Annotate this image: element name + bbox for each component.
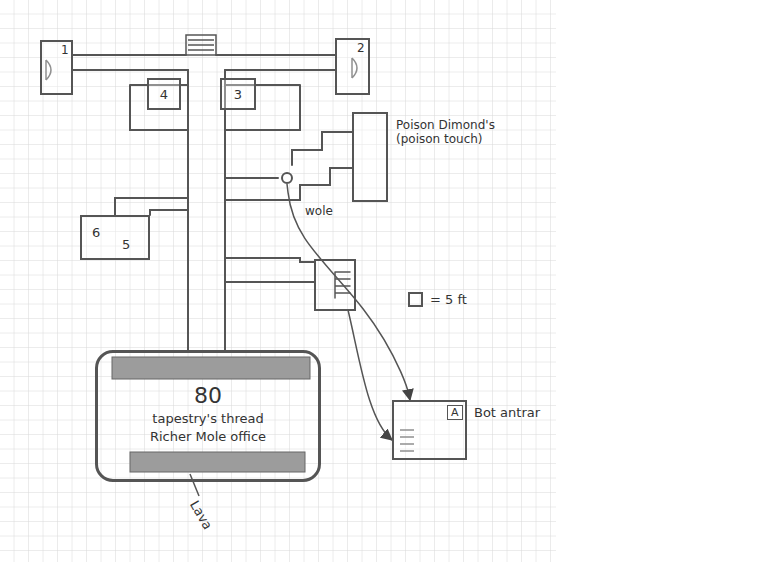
stairs-steps bbox=[188, 40, 214, 50]
room-label: wole bbox=[305, 204, 333, 218]
stairs-symbol bbox=[186, 35, 216, 55]
room-number: 80 bbox=[98, 383, 318, 409]
great-hall: 80 tapestry's threadRicher Mole office bbox=[95, 350, 321, 482]
hole-drop-line bbox=[287, 184, 410, 400]
lava-strip bbox=[112, 357, 310, 379]
lava-pools bbox=[112, 357, 310, 496]
room: 65 bbox=[80, 215, 150, 260]
small-room bbox=[315, 260, 355, 310]
leader-line bbox=[190, 474, 199, 496]
room-label: Poison Dimond's (poison touch) bbox=[396, 118, 526, 147]
room-number: 1 bbox=[61, 43, 69, 57]
legend-swatch bbox=[408, 292, 423, 307]
room: 2 bbox=[335, 38, 370, 95]
room-number: 4 bbox=[149, 87, 179, 103]
room: ABot antrar bbox=[392, 400, 467, 460]
main-corridor bbox=[188, 70, 225, 350]
lava-strip bbox=[130, 452, 305, 472]
passage-line bbox=[348, 310, 392, 440]
room: 1 bbox=[40, 40, 73, 95]
room-number: 5 bbox=[122, 237, 130, 253]
trap-room: Poison Dimond's (poison touch) bbox=[352, 112, 388, 202]
east-passage bbox=[225, 258, 315, 282]
room: 4 bbox=[147, 78, 181, 110]
room-number: tapestry's thread bbox=[98, 411, 318, 427]
west-passage bbox=[115, 198, 188, 215]
room-label: Bot antrar bbox=[474, 405, 540, 421]
room-number: 6 bbox=[92, 225, 100, 241]
graph-paper bbox=[0, 0, 556, 562]
top-corridor bbox=[73, 55, 335, 70]
stair-passage bbox=[225, 132, 352, 200]
room-number: 2 bbox=[357, 41, 365, 55]
top-stairs bbox=[186, 35, 216, 55]
connectors bbox=[287, 184, 410, 400]
room: 3 bbox=[220, 78, 256, 110]
corridors bbox=[73, 55, 392, 440]
doors bbox=[46, 58, 414, 451]
room-number: A bbox=[447, 405, 463, 420]
room-number: Richer Mole office bbox=[98, 429, 318, 445]
room-number: 3 bbox=[222, 87, 254, 103]
hole: wole bbox=[281, 172, 293, 184]
legend-text: = 5 ft bbox=[430, 292, 467, 307]
